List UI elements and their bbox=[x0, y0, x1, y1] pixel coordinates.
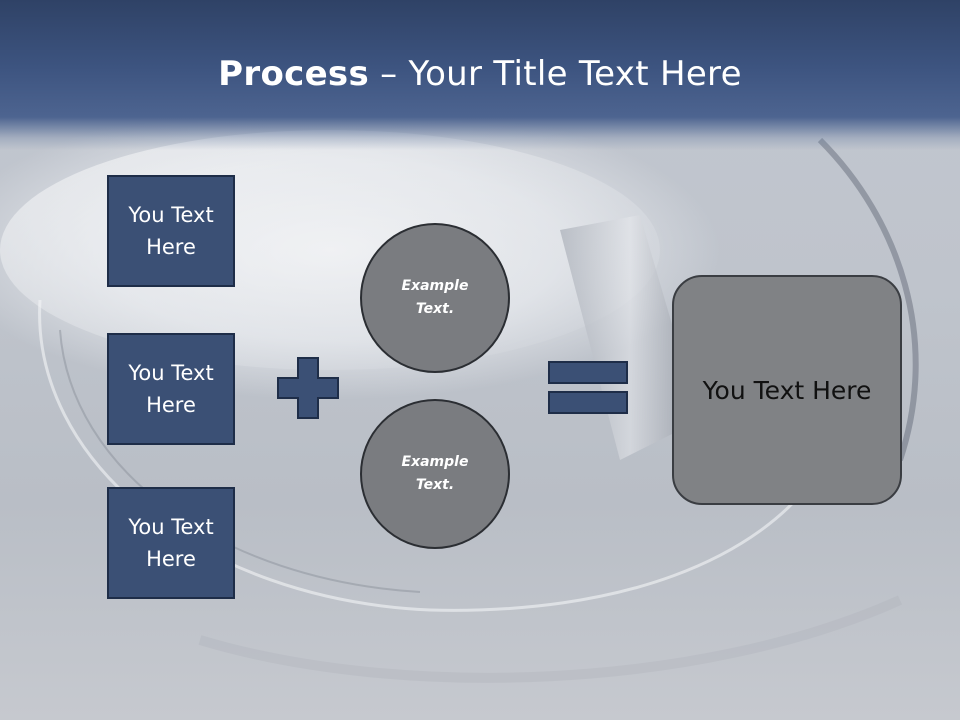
title-rest: – Your Title Text Here bbox=[369, 54, 742, 94]
title-bar bbox=[0, 0, 960, 150]
example-circle-2-text: Example Text. bbox=[401, 454, 469, 493]
plus-icon[interactable] bbox=[276, 356, 340, 420]
result-box[interactable]: You Text Here bbox=[672, 275, 902, 505]
input-box-1[interactable]: You Text Here bbox=[107, 175, 235, 287]
example-circle-2[interactable]: Example Text. bbox=[360, 399, 510, 549]
slide-title[interactable]: Process – Your Title Text Here bbox=[0, 54, 960, 94]
input-box-1-text: You Text Here bbox=[128, 203, 214, 259]
input-box-3-text: You Text Here bbox=[128, 515, 214, 571]
title-bold: Process bbox=[218, 54, 370, 94]
input-box-2[interactable]: You Text Here bbox=[107, 333, 235, 445]
example-circle-1[interactable]: Example Text. bbox=[360, 223, 510, 373]
equals-icon[interactable] bbox=[548, 361, 630, 416]
input-box-2-text: You Text Here bbox=[128, 361, 214, 417]
input-box-3[interactable]: You Text Here bbox=[107, 487, 235, 599]
example-circle-1-text: Example Text. bbox=[401, 278, 469, 317]
result-box-text: You Text Here bbox=[702, 375, 872, 405]
